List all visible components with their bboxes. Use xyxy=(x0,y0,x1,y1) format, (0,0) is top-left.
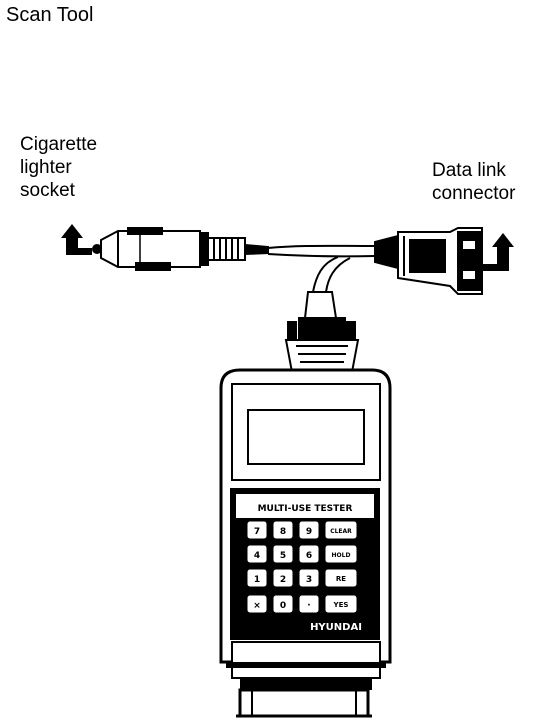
cigarette-lighter-socket-label: Cigarette lighter socket xyxy=(20,134,98,201)
svg-text:2: 2 xyxy=(280,575,286,585)
key-9 xyxy=(299,521,319,539)
diagram-title: Scan Tool xyxy=(6,4,94,26)
svg-text:CLEAR: CLEAR xyxy=(330,528,352,535)
data-link-connector xyxy=(374,227,483,295)
key-re xyxy=(325,569,357,587)
svg-text:8: 8 xyxy=(280,527,286,537)
key-yes xyxy=(325,595,357,613)
key-hold xyxy=(325,545,357,563)
key-8 xyxy=(273,521,293,539)
key-0 xyxy=(273,595,293,613)
svg-text:9: 9 xyxy=(306,527,312,537)
brand-logo: HYUNDAI xyxy=(310,622,362,633)
svg-text:7: 7 xyxy=(254,527,260,537)
cables xyxy=(267,244,376,293)
db-connector xyxy=(284,291,360,379)
svg-text:YES: YES xyxy=(333,601,349,609)
multi-use-tester: MULTI-USE TESTER 7 8 9 CLEAR xyxy=(219,368,392,718)
tester-label: MULTI-USE TESTER xyxy=(258,504,353,514)
svg-text:4: 4 xyxy=(254,551,260,561)
svg-text:1: 1 xyxy=(254,575,260,585)
svg-text:HOLD: HOLD xyxy=(332,552,351,559)
cigarette-lighter-plug xyxy=(92,227,269,271)
svg-text:6: 6 xyxy=(306,551,312,561)
key-2 xyxy=(273,569,293,587)
svg-text:×: × xyxy=(253,601,261,611)
lighter-arrow-icon xyxy=(61,224,92,255)
key-7 xyxy=(247,521,267,539)
key-6 xyxy=(299,545,319,563)
svg-text:5: 5 xyxy=(280,551,286,561)
key-1 xyxy=(247,569,267,587)
data-link-connector-label: Data link connector xyxy=(432,160,516,204)
svg-text:RE: RE xyxy=(336,575,346,583)
key-5 xyxy=(273,545,293,563)
key-times xyxy=(247,595,267,613)
key-3 xyxy=(299,569,319,587)
data-link-arrow-icon xyxy=(482,233,514,271)
svg-text:·: · xyxy=(307,601,310,611)
svg-text:3: 3 xyxy=(306,575,312,585)
svg-text:0: 0 xyxy=(280,601,286,611)
key-dot xyxy=(299,595,319,613)
key-clear xyxy=(325,521,357,539)
key-4 xyxy=(247,545,267,563)
